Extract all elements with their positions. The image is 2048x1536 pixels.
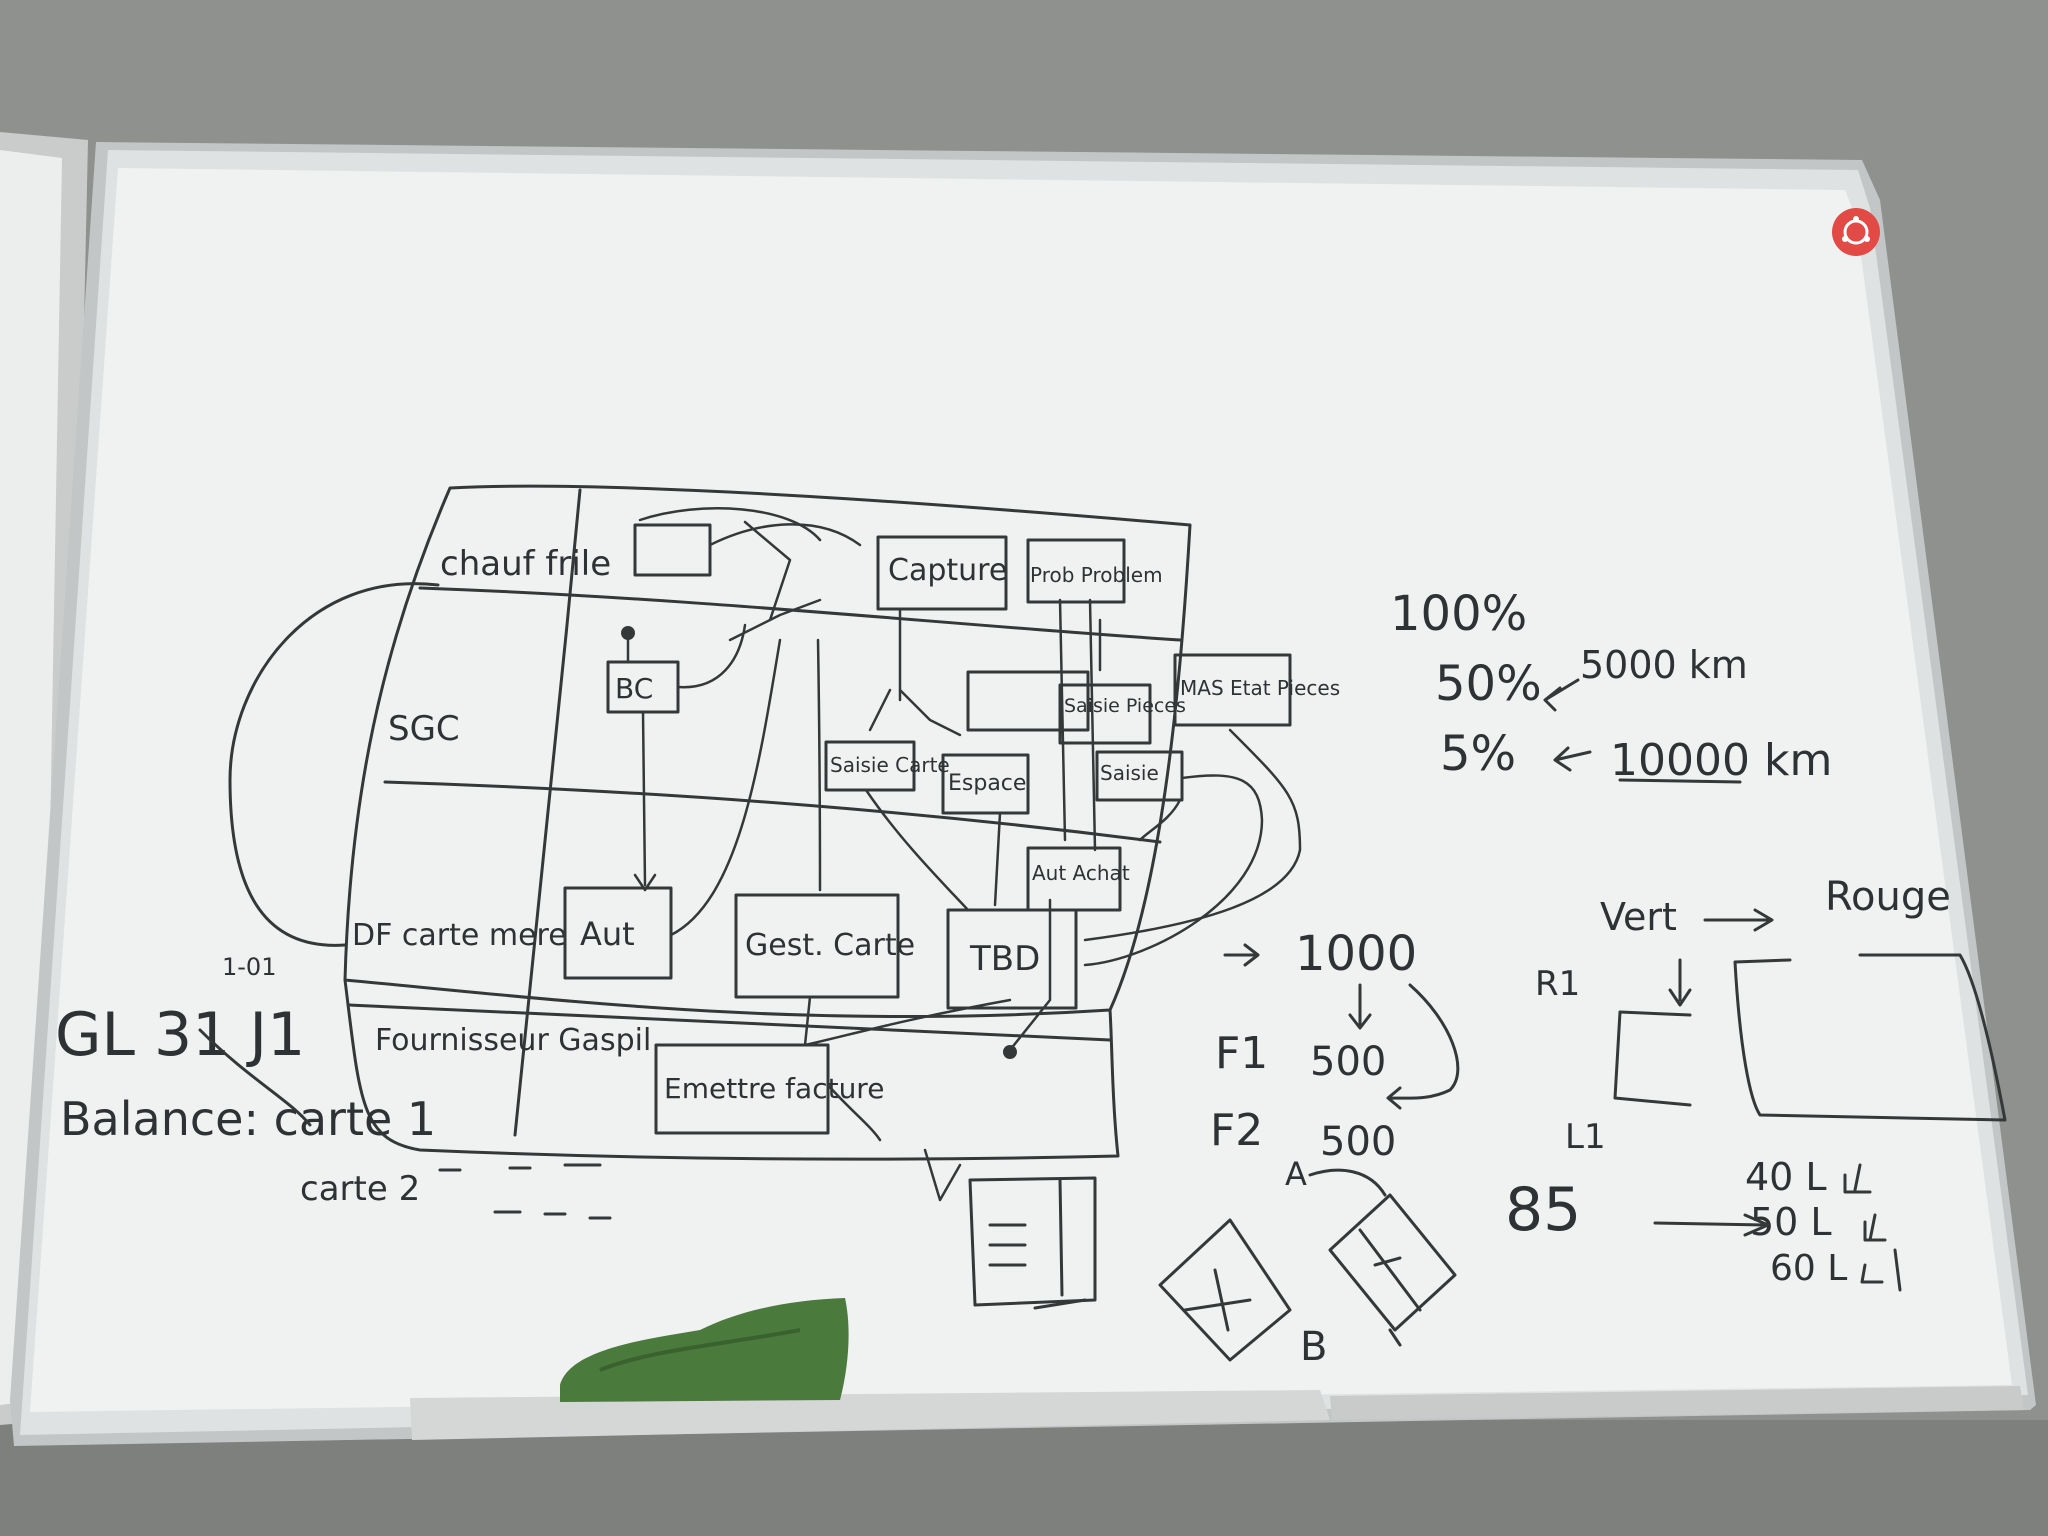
flow-a: A — [1285, 1155, 1307, 1193]
box-capture — [876, 535, 1008, 611]
eraser-cloth — [560, 1298, 849, 1402]
box-label-aut: Aut — [580, 915, 635, 953]
box-label-emettre: Emettre facture — [664, 1072, 884, 1105]
left-board-surface — [0, 150, 62, 1405]
ledger-balance: Balance: carte 1 — [60, 1092, 436, 1146]
marker-tray — [410, 1390, 1330, 1440]
box-label-tbd: TBD — [969, 939, 1040, 979]
document-sketch — [968, 1176, 1097, 1310]
box-label-saisie: Saisie — [1100, 761, 1159, 785]
diagram-boxes — [563, 523, 1292, 1135]
flow-arrows — [1223, 943, 1460, 1197]
stat-50-note: 5000 km — [1580, 643, 1748, 687]
box-tbd — [946, 908, 1078, 1010]
logo-sticker — [1832, 208, 1880, 256]
flow-f1-val: 500 — [1310, 1039, 1386, 1085]
box-gest-carte — [734, 893, 900, 999]
side-note: 1-01 — [222, 953, 276, 981]
label-60l: 60 L — [1770, 1248, 1847, 1289]
label-rouge: Rouge — [1825, 874, 1951, 920]
diagram-arrows — [633, 507, 1302, 1202]
flow-f2: F2 — [1210, 1105, 1263, 1156]
label-85: 85 — [1505, 1175, 1581, 1245]
stat-5-note: 10000 km — [1610, 735, 1832, 786]
ledger-dashes — [198, 1028, 612, 1220]
package-sketches — [1158, 1193, 1457, 1362]
box-label-prob: Prob Problem — [1030, 563, 1163, 587]
stat-100: 100% — [1390, 586, 1527, 642]
box-saisie-carte — [824, 740, 916, 792]
lane-label-df: DF carte mere — [352, 918, 567, 953]
box-aut-achat — [1026, 846, 1122, 912]
label-r1: R1 — [1535, 964, 1580, 1004]
label-l1: L1 — [1565, 1117, 1606, 1157]
stat-50: 50% — [1435, 656, 1542, 712]
stat-arrows — [1543, 678, 1742, 784]
box-saisie-pieces — [1058, 683, 1152, 745]
ledger-carte2: carte 2 — [300, 1169, 420, 1209]
flow-f1: F1 — [1215, 1028, 1268, 1079]
lane-label-chauf: chauf frile — [440, 544, 611, 584]
flow-f2-val: 500 — [1320, 1119, 1396, 1165]
flow-b: B — [1300, 1324, 1327, 1370]
box-label-gest-carte: Gest. Carte — [745, 928, 915, 963]
stat-5: 5% — [1440, 726, 1516, 782]
box-label-bc: BC — [615, 672, 653, 705]
ledger-gl: GL 31 J1 — [55, 1000, 305, 1070]
box-dark — [966, 670, 1090, 732]
box-label-espace: Espace — [948, 771, 1026, 796]
box-label-aut-achat: Aut Achat — [1032, 861, 1130, 885]
flow-top: 1000 — [1295, 926, 1417, 982]
box-label-saisie-pieces: Saisie Pieces — [1064, 695, 1186, 717]
box-label-capture: Capture — [888, 553, 1007, 588]
box-label-saisie-carte: Saisie Carte — [830, 753, 950, 777]
box-prob — [1026, 538, 1126, 604]
right-diagram-shapes — [1613, 908, 2007, 1292]
box-cadre — [633, 523, 712, 577]
lane-label-sgc: SGC — [388, 709, 460, 749]
board-surface — [30, 168, 2012, 1412]
lane-label-fournisseur: Fournisseur Gaspil — [375, 1023, 651, 1058]
end-node — [1003, 1045, 1017, 1059]
label-40l: 40 L — [1745, 1155, 1827, 1199]
box-saisie — [1095, 750, 1184, 802]
box-emettre — [654, 1043, 830, 1135]
box-label-mas: MAS Etat Pieces — [1180, 676, 1340, 700]
marker-tray-right — [1330, 1386, 2024, 1420]
box-aut — [563, 886, 673, 980]
label-vert: Vert — [1600, 895, 1677, 939]
swimlane-diagram — [228, 484, 1192, 1161]
box-mas — [1173, 653, 1292, 727]
box-espace — [941, 753, 1030, 815]
